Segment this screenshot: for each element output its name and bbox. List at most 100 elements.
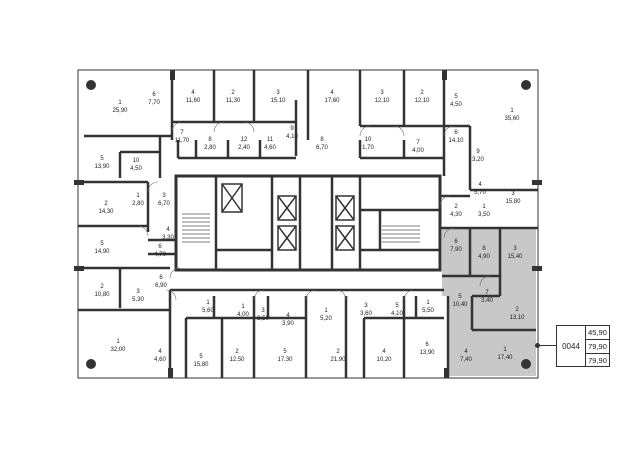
room-area: 12,50: [229, 357, 245, 363]
room-area: 3,50: [257, 316, 269, 322]
room-area: 14,10: [448, 138, 464, 144]
corner-shafts: [86, 80, 531, 369]
room-area: 15,40: [507, 254, 523, 260]
room-number: 1: [136, 193, 140, 199]
room-area: 25,90: [112, 108, 128, 114]
apartment-info-table[interactable]: 0044 45,90 79,90 79,90: [556, 325, 610, 367]
room-number: 1: [510, 108, 514, 114]
room-number: 7: [180, 130, 184, 136]
room-area: 2,80: [132, 201, 144, 207]
room-area: 10,20: [376, 357, 392, 363]
room-number: 1: [503, 347, 507, 353]
room-number: 10: [365, 137, 372, 143]
room-area: 4,00: [237, 312, 249, 318]
room-number: 4: [382, 349, 386, 355]
room-number: 3: [276, 90, 280, 96]
room-number: 3: [162, 193, 166, 199]
room-area: 17,30: [277, 357, 293, 363]
room-number: 6: [425, 342, 429, 348]
room-number: 5: [199, 354, 203, 360]
room-area: 7,70: [148, 100, 160, 106]
room-number: 3: [136, 289, 140, 295]
room-number: 6: [158, 244, 162, 250]
room-number: 5: [458, 294, 462, 300]
room-area: 6,90: [155, 283, 167, 289]
stairs: [182, 213, 420, 243]
room-number: 6: [454, 130, 458, 136]
room-number: 2: [515, 307, 519, 313]
room-area: 5,60: [202, 308, 214, 314]
apartment-code: 0044: [557, 326, 586, 366]
room-number: 2: [336, 349, 340, 355]
room-number: 1: [324, 308, 328, 314]
room-number: 8: [482, 246, 486, 252]
room-area: 32,00: [110, 347, 126, 353]
room-number: 3: [513, 246, 517, 252]
room-number: 7: [485, 290, 489, 296]
room-area: 4,70: [154, 252, 166, 258]
room-number: 1: [426, 300, 430, 306]
room-number: 11: [267, 137, 274, 143]
room-labels: 125,9067,70411,60211,30315,10417,60312,1…: [94, 90, 525, 368]
room-number: 1: [206, 300, 210, 306]
room-area: 6,70: [158, 201, 170, 207]
room-area: 13,10: [509, 315, 525, 321]
room-area: 3,90: [282, 321, 294, 327]
columns: [74, 70, 542, 378]
room-number: 1: [118, 100, 122, 106]
room-number: 5: [100, 156, 104, 162]
room-area: 3,40: [481, 298, 493, 304]
room-area: 11,60: [186, 98, 201, 104]
room-number: 7: [416, 140, 420, 146]
room-number: 10: [133, 158, 140, 164]
room-number: 2: [104, 201, 108, 207]
room-number: 4: [191, 90, 195, 96]
room-number: 5: [283, 349, 287, 355]
room-area: 14,90: [94, 249, 110, 255]
room-number: 12: [241, 137, 248, 143]
apartment-value-2: 79,90: [586, 340, 609, 354]
door-arcs: [137, 121, 491, 301]
room-number: 6: [454, 239, 458, 245]
elevators: [221, 183, 355, 251]
room-area: 12,10: [374, 98, 390, 104]
room-number: 1: [241, 304, 245, 310]
room-area: 15,80: [505, 199, 521, 205]
room-area: 5,30: [132, 297, 144, 303]
room-number: 8: [208, 137, 212, 143]
room-number: 9: [290, 126, 294, 132]
room-number: 6: [152, 92, 156, 98]
room-area: 4,60: [154, 357, 166, 363]
room-number: 4: [464, 349, 468, 355]
room-area: 3,50: [478, 212, 490, 218]
room-area: 21,90: [330, 357, 346, 363]
room-number: 2: [235, 349, 239, 355]
room-number: 6: [159, 275, 163, 281]
highlighted-apartment[interactable]: [442, 228, 536, 376]
room-number: 3: [380, 90, 384, 96]
room-area: 1,70: [362, 145, 374, 151]
room-number: 3: [261, 308, 265, 314]
room-number: 4: [158, 349, 162, 355]
room-area: 2,40: [238, 145, 250, 151]
room-number: 2: [420, 90, 424, 96]
room-number: 4: [330, 90, 334, 96]
room-number: 4: [286, 313, 290, 319]
room-area: 17,40: [497, 355, 513, 361]
room-number: 9: [476, 149, 480, 155]
room-area: 5,70: [474, 190, 486, 196]
room-area: 7,40: [460, 357, 472, 363]
room-area: 15,80: [193, 362, 209, 368]
room-area: 7,90: [450, 247, 462, 253]
room-area: 3,30: [162, 235, 174, 241]
room-number: 4: [478, 182, 482, 188]
apartment-total-area: 45,90: [586, 326, 609, 340]
apartment-marker: [535, 343, 540, 348]
room-area: 13,90: [419, 350, 435, 356]
room-area: 4,50: [450, 102, 462, 108]
room-number: 5: [395, 303, 399, 309]
room-area: 3,20: [472, 157, 484, 163]
room-area: 6,70: [316, 145, 328, 151]
room-area: 4,10: [286, 134, 298, 140]
